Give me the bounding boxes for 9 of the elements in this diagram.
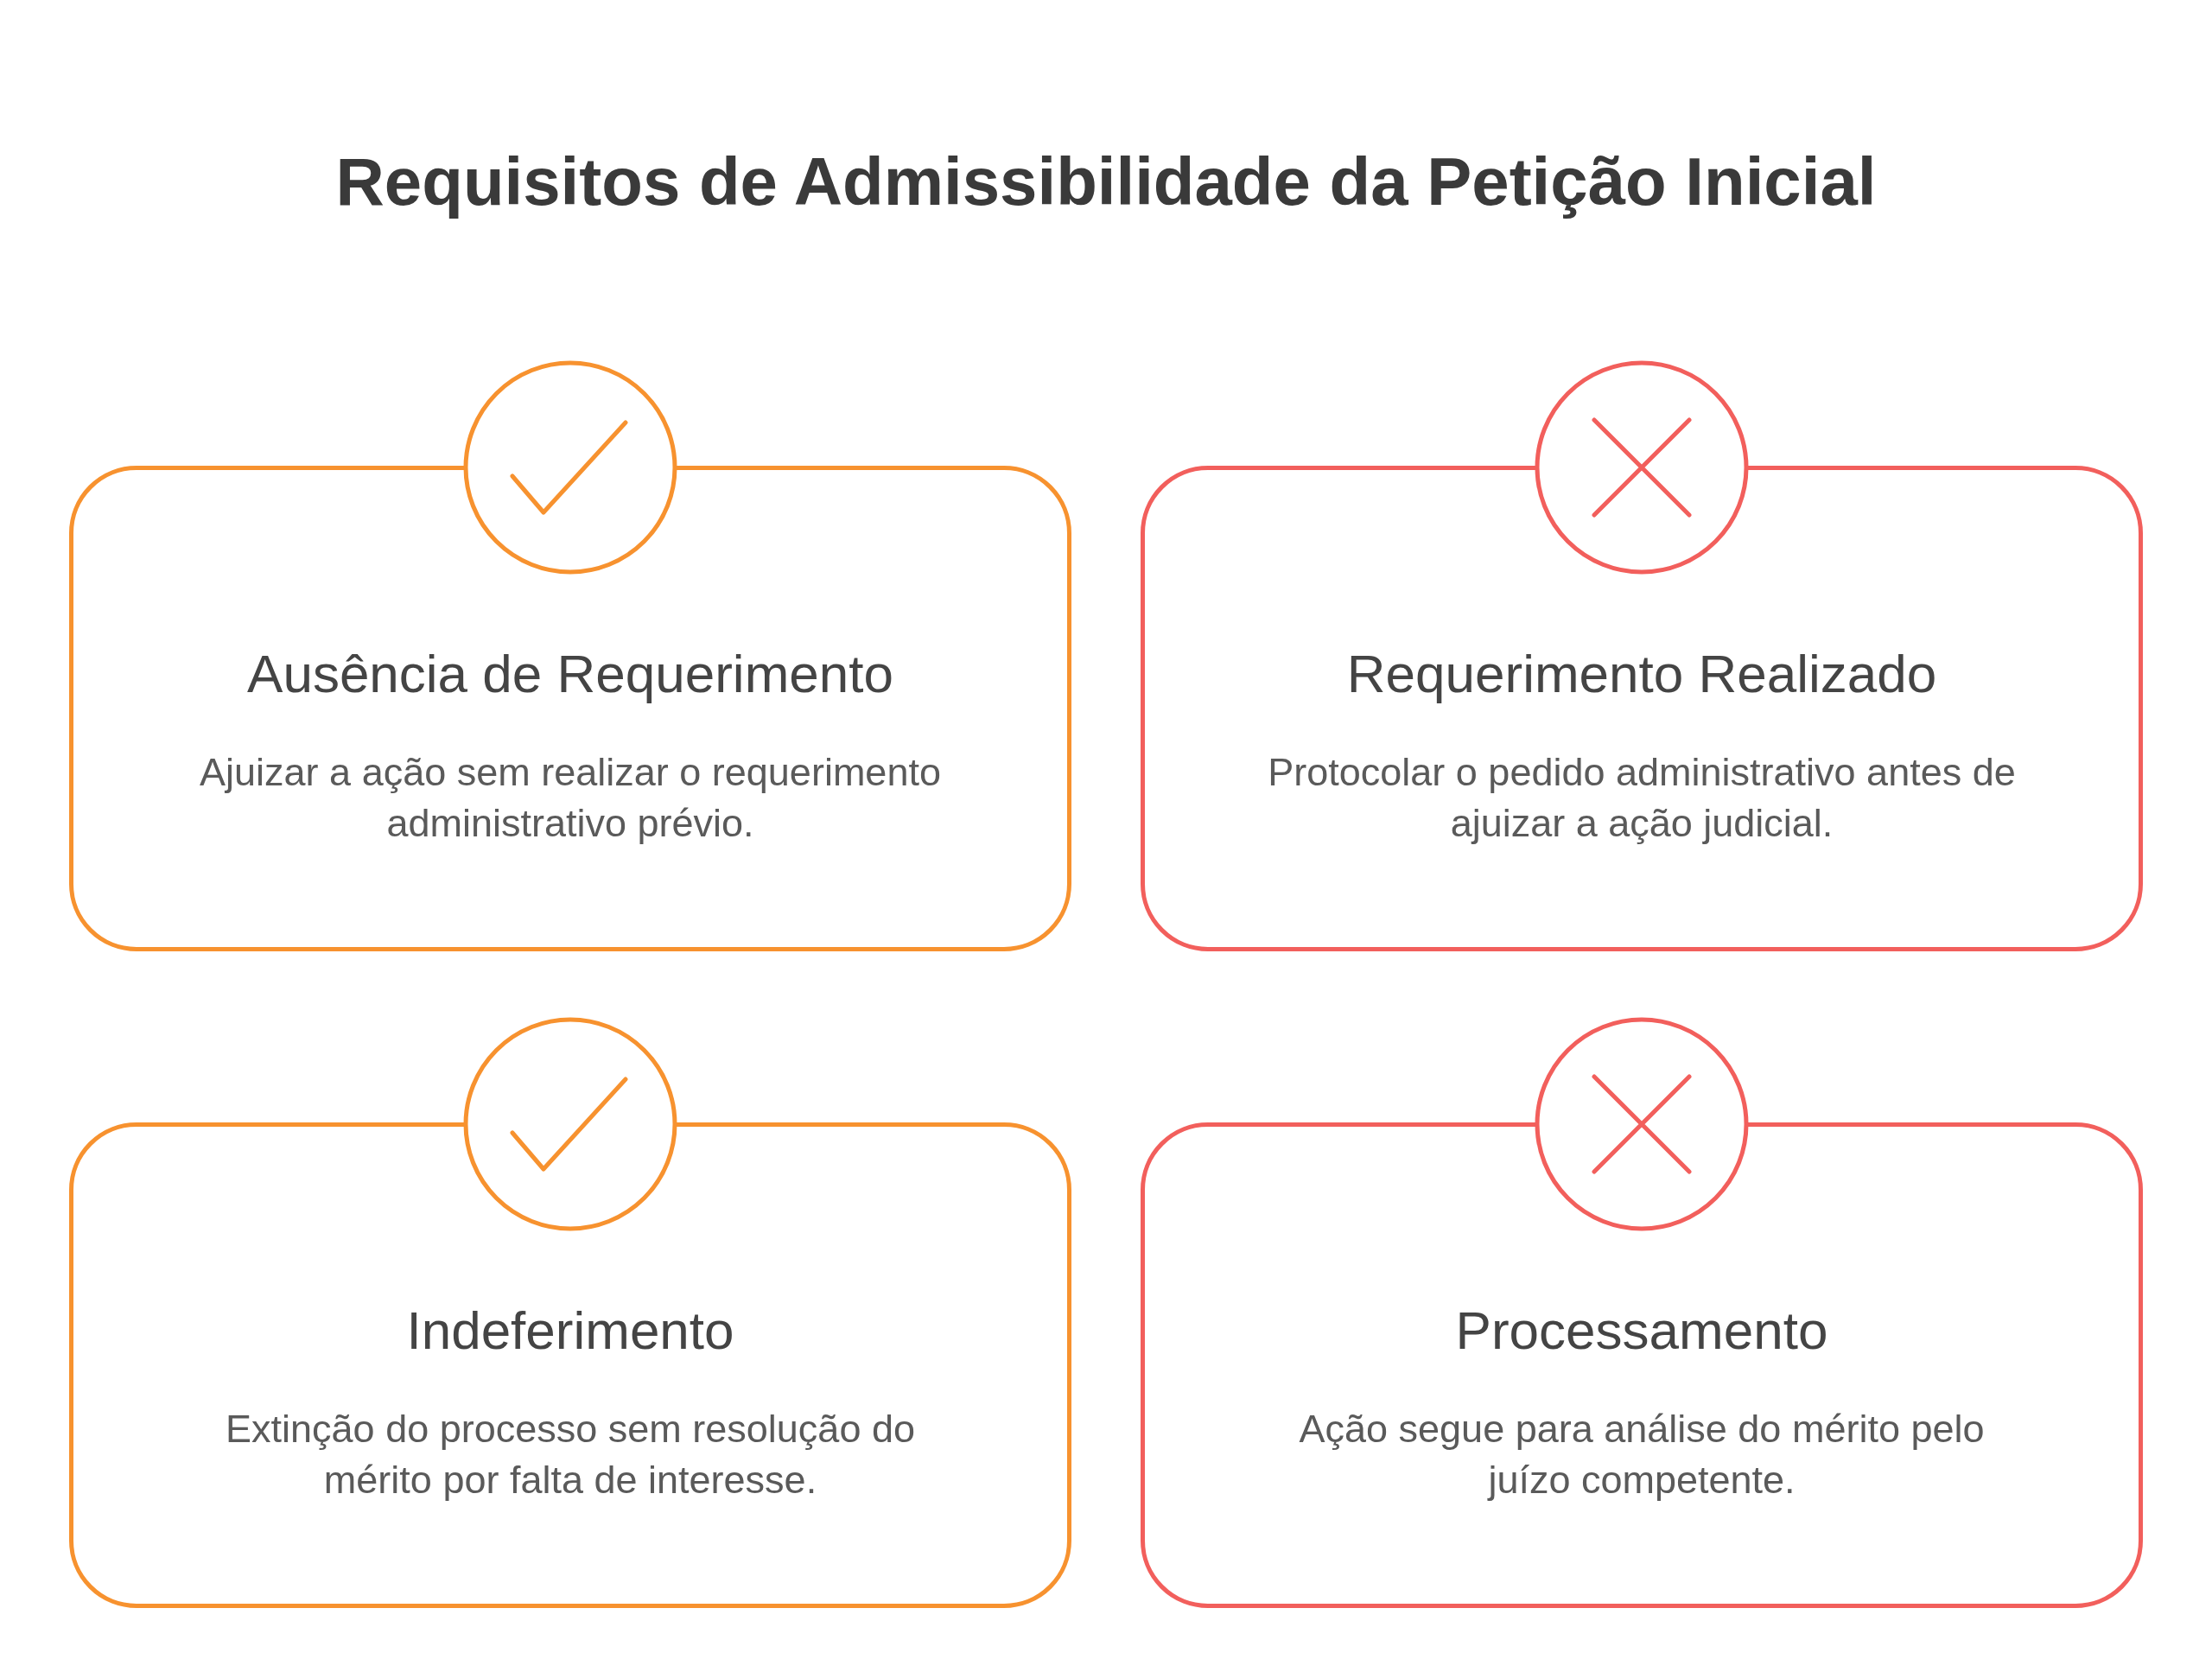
card-heading: Ausência de Requerimento [247,643,893,705]
title: Requisitos de Admissibilidade da Petição Inicial [335,145,1877,219]
card-heading: Processamento [1455,1300,1828,1362]
card-description: Protocolar o pedido administrativo antes de ajuizar a ação judicial. [1267,749,2017,847]
card-description: Ação segue para análise do mérito pelo juízo competente. [1298,1406,1986,1503]
card-description: Ajuizar a ação sem realizar o requerimento administrativo prévio. [199,749,942,847]
card-description: Extinção do processo sem resolução do mérito por falta de interesse. [225,1406,916,1503]
card-heading: Requerimento Realizado [1346,643,1937,705]
card-heading: Indeferimento [406,1300,734,1362]
